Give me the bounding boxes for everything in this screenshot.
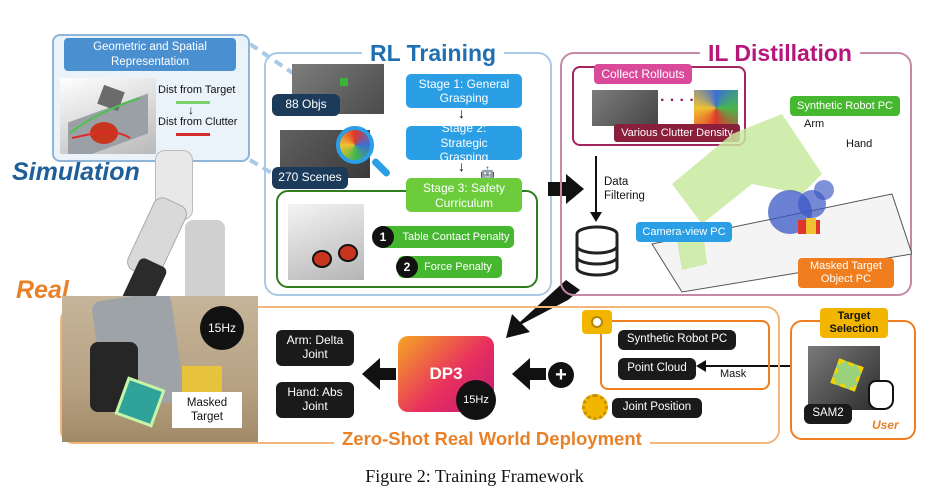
representation-title: Geometric and Spatial Representation <box>93 41 207 68</box>
joint-position-box: Joint Position <box>612 398 702 418</box>
objs-label: 88 Objs <box>272 94 340 116</box>
safety-sim-image <box>288 204 364 280</box>
arm-output-box: Arm: Delta Joint <box>276 330 354 366</box>
camera-pc-box: Camera-view PC <box>636 222 732 242</box>
penalty2-box: Force Penalty <box>398 256 502 278</box>
penalty1-box: Table Contact Penalty <box>378 226 514 248</box>
representation-title-box <box>64 38 236 71</box>
camera-icon <box>582 310 612 334</box>
sam2-box: SAM2 <box>804 404 852 424</box>
dist-target-line <box>176 101 210 104</box>
robot-sim-image <box>105 150 240 320</box>
clutter-density-box: Various Clutter Density <box>614 124 740 142</box>
dist-clutter-label: Dist from Clutter <box>158 116 238 128</box>
gear-icon <box>582 394 608 420</box>
observation-panel <box>600 320 770 390</box>
masked-target-pc-box: Masked Target Object PC <box>798 258 894 288</box>
synthetic-robot-pc-box: Synthetic Robot PC <box>618 330 736 350</box>
il-distillation-title: IL Distillation <box>700 40 860 67</box>
target-selection-title: Target Selection <box>820 308 888 338</box>
scenes-label: 270 Scenes <box>272 167 348 189</box>
data-filtering-text: Data Filtering <box>604 176 645 202</box>
stage3-label: Stage 3: Safety Curriculum <box>422 181 506 210</box>
stage2-box: Stage 2: Strategic Grasping <box>406 121 522 164</box>
penalty1-num: 1 <box>372 226 394 248</box>
database-icon <box>575 225 619 277</box>
dist-clutter-line <box>176 133 210 136</box>
figure-caption: Figure 2: Training Framework <box>365 466 584 486</box>
masked-target-label: Masked Target <box>172 392 242 428</box>
simulation-label: Simulation <box>12 158 140 186</box>
arm-label: Arm <box>804 118 825 130</box>
dist-arrow-icon: ↓ <box>188 103 194 117</box>
magnifier-icon <box>336 126 374 164</box>
deployment-title: Zero-Shot Real World Deployment <box>334 428 650 450</box>
plus-icon: + <box>548 362 574 388</box>
user-label: User <box>872 418 899 432</box>
pointer-hand-icon <box>868 380 894 410</box>
rollout-image-2 <box>694 90 738 126</box>
policy-freq-badge: 15Hz <box>456 380 496 420</box>
arrow-stage2-stage3-icon: ↓ <box>458 158 465 174</box>
stage3-box <box>406 178 522 212</box>
penalty2-num: 2 <box>396 256 418 278</box>
collect-rollouts-box: Collect Rollouts <box>594 64 692 84</box>
rollout-image-1 <box>592 90 658 126</box>
robot-freq-badge: 15Hz <box>200 306 244 350</box>
rl-training-title: RL Training <box>362 40 505 67</box>
point-cloud-box: Point Cloud <box>618 358 696 380</box>
data-filtering-label: Data Filtering <box>604 176 658 204</box>
robot-emoji-icon: 🤖 <box>480 166 495 180</box>
synthetic-pc-box: Synthetic Robot PC <box>790 96 900 116</box>
stage1-box: Stage 1: General Grasping <box>406 74 522 108</box>
representation-sim-image <box>60 78 156 154</box>
penalty1-label: Table Contact Penalty <box>402 231 510 243</box>
hand-label: Hand <box>846 138 873 150</box>
penalty2-label: Force Penalty <box>424 261 492 273</box>
hand-output-box: Hand: Abs Joint <box>276 382 354 418</box>
mask-label: Mask <box>720 368 747 380</box>
real-label: Real <box>16 276 69 304</box>
arrow-stage1-stage2-icon: ↓ <box>458 105 465 121</box>
dist-target-label: Dist from Target <box>158 84 236 96</box>
rollout-ellipsis: · · · · <box>660 92 695 109</box>
